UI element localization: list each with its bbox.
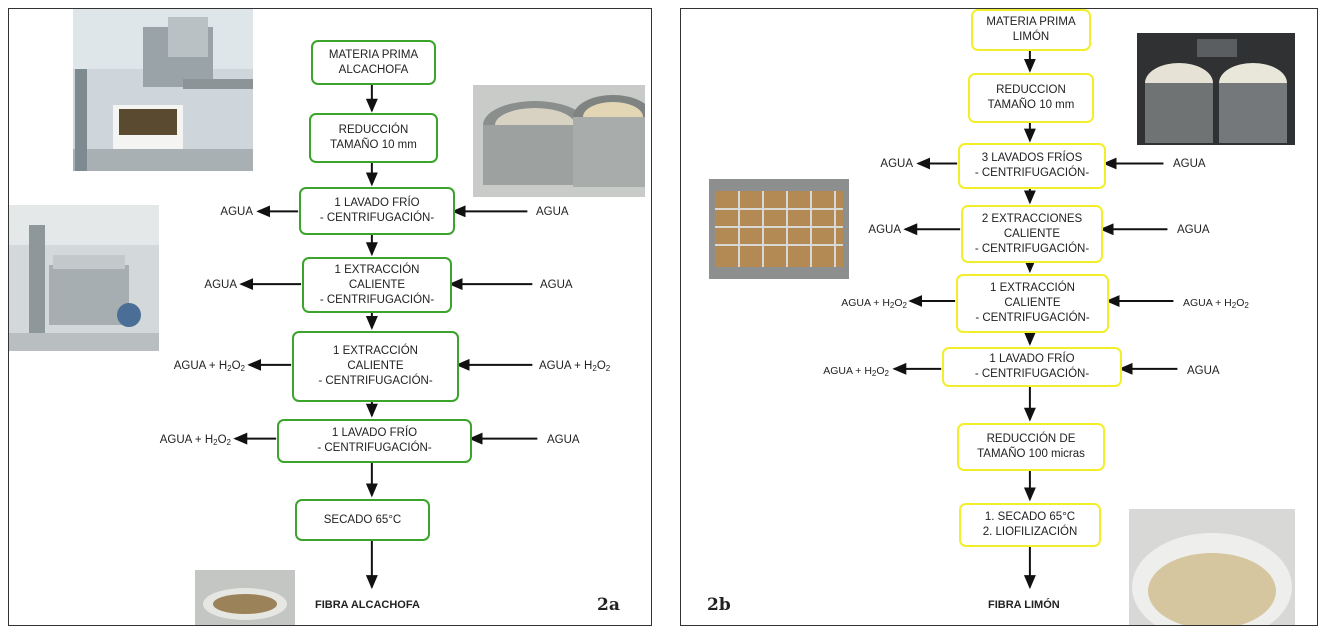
step-drying-freeze: 1. SECADO 65°C 2. LIOFILIZACIÓN [959, 503, 1101, 547]
flow-arrows-b [892, 50, 1178, 590]
step-drying: SECADO 65°C [295, 499, 430, 541]
tray-photo [709, 179, 849, 279]
flow-arrows-a [233, 84, 538, 590]
output-water-1: AGUA [220, 206, 253, 218]
panel-label-a: 2a [597, 595, 620, 615]
step-cold-wash: 1 LAVADO FRÍO - CENTRIFUGACIÓN- [942, 347, 1122, 387]
step-hot-extractions: 2 EXTRACCIONES CALIENTE - CENTRIFUGACIÓN… [961, 205, 1103, 263]
step-raw-material: MATERIA PRIMA ALCACHOFA [311, 40, 436, 85]
step-cold-wash-final: 1 LAVADO FRÍO - CENTRIFUGACIÓN- [277, 419, 472, 463]
final-product-b: FIBRA LIMÓN [988, 599, 1060, 611]
step-hot-extraction-2: 1 EXTRACCIÓN CALIENTE - CENTRIFUGACIÓN- [292, 331, 459, 402]
step-hot-extraction: 1 EXTRACCIÓN CALIENTE - CENTRIFUGACIÓN- [956, 274, 1109, 333]
panel-label-b: 2b [707, 595, 731, 615]
step-raw-material: MATERIA PRIMA LIMÓN [971, 9, 1091, 51]
final-product-a: FIBRA ALCACHOFA [315, 599, 420, 611]
diagram-panel-b: MATERIA PRIMA LIMÓN REDUCCION TAMAÑO 10 … [680, 8, 1318, 626]
output-water-2: AGUA [868, 224, 901, 236]
input-water-1: AGUA [536, 206, 569, 218]
input-water-3: AGUA [1187, 365, 1220, 377]
output-water-peroxide-2: AGUA + H2O2 [823, 365, 889, 378]
fiber-dish-photo [195, 570, 295, 625]
diagram-panel-a: MATERIA PRIMA ALCACHOFA REDUCCIÓN TAMAÑO… [8, 8, 652, 626]
step-size-reduction: REDUCCION TAMAÑO 10 mm [968, 73, 1094, 123]
machine-photo [73, 9, 253, 171]
powder-bowl-photo [1129, 509, 1295, 625]
output-water-2: AGUA [204, 279, 237, 291]
step-size-reduction-micron: REDUCCIÓN DE TAMAÑO 100 micras [957, 423, 1105, 471]
output-water-peroxide-1: AGUA + H2O2 [173, 360, 245, 373]
input-water-3: AGUA [547, 434, 580, 446]
step-cold-wash: 1 LAVADO FRÍO - CENTRIFUGACIÓN- [299, 187, 455, 235]
input-water-peroxide: AGUA + H2O2 [1183, 297, 1249, 310]
vats-photo [1137, 33, 1295, 145]
pot-photo [473, 85, 645, 197]
step-cold-washes: 3 LAVADOS FRÍOS - CENTRIFUGACIÓN- [958, 143, 1106, 189]
step-size-reduction: REDUCCIÓN TAMAÑO 10 mm [309, 113, 438, 163]
input-water-1: AGUA [1173, 158, 1206, 170]
step-hot-extraction-1: 1 EXTRACCIÓN CALIENTE - CENTRIFUGACIÓN- [302, 257, 452, 313]
output-water-peroxide-2: AGUA + H2O2 [159, 434, 231, 447]
input-water-2: AGUA [1177, 224, 1210, 236]
input-water-2: AGUA [540, 279, 573, 291]
output-water-1: AGUA [880, 158, 913, 170]
output-water-peroxide-1: AGUA + H2O2 [841, 297, 907, 310]
tank-photo [9, 205, 159, 351]
input-water-peroxide: AGUA + H2O2 [539, 360, 611, 373]
